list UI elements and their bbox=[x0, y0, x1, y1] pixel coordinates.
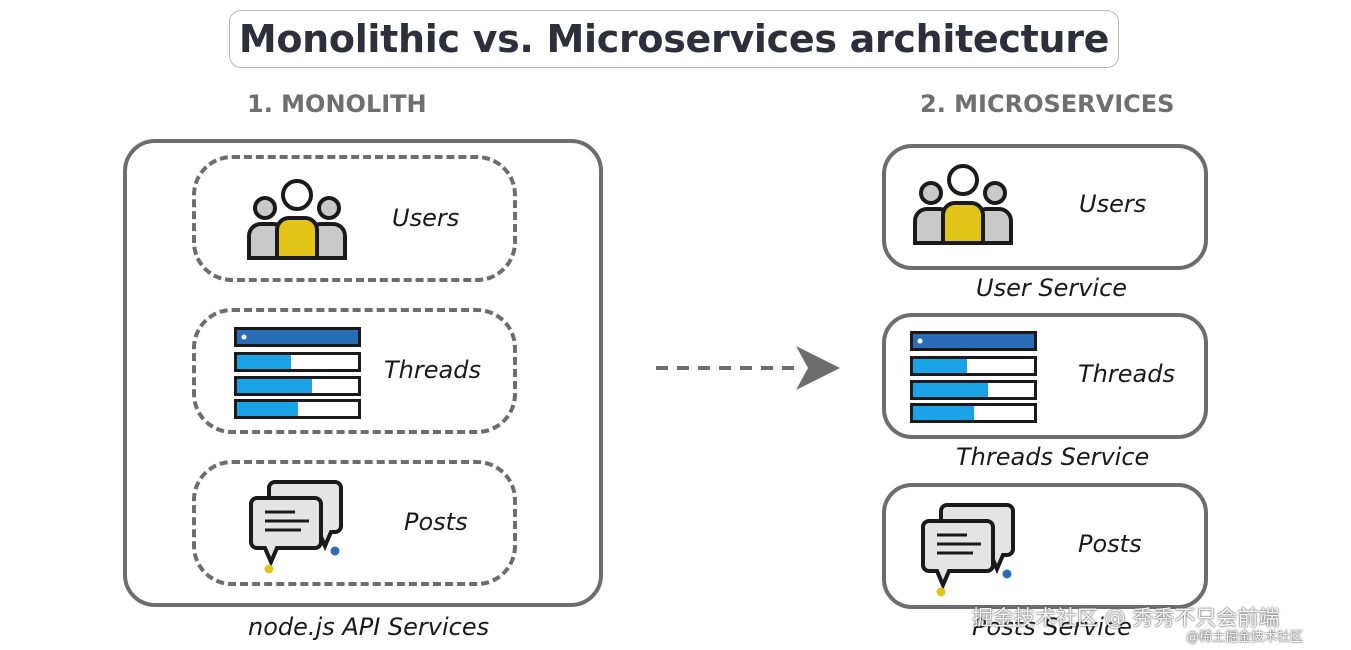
threads-icon bbox=[910, 331, 1037, 423]
monolith-container bbox=[123, 139, 603, 607]
users-icon bbox=[913, 164, 1013, 245]
dashed-arrow-right-icon bbox=[656, 346, 840, 390]
posts-service-label: Posts bbox=[1078, 530, 1142, 558]
monolith-posts-module bbox=[192, 460, 517, 586]
title-box: Monolithic vs. Microservices architectur… bbox=[229, 10, 1119, 68]
monolith-threads-module bbox=[192, 308, 517, 434]
threads-service-label: Threads bbox=[1078, 360, 1175, 388]
watermark-main: 掘金技术社区 @ 秀秀不只会前端 bbox=[972, 606, 1280, 630]
threads-service-box bbox=[882, 313, 1208, 439]
monolith-threads-label: Threads bbox=[384, 356, 481, 384]
threads-service-caption: Threads Service bbox=[956, 443, 1150, 471]
posts-icon bbox=[921, 503, 1015, 597]
microservices-heading: 2. MICROSERVICES bbox=[920, 90, 1175, 118]
user-service-label: Users bbox=[1079, 190, 1147, 218]
monolith-heading: 1. MONOLITH bbox=[247, 90, 427, 118]
diagram-title: Monolithic vs. Microservices architectur… bbox=[238, 17, 1110, 61]
monolith-posts-label: Posts bbox=[404, 508, 468, 536]
monolith-users-label: Users bbox=[392, 204, 460, 232]
user-service-box bbox=[882, 144, 1208, 270]
posts-service-box bbox=[882, 483, 1208, 609]
users-icon bbox=[247, 179, 347, 260]
posts-icon bbox=[249, 480, 343, 574]
monolith-caption: node.js API Services bbox=[248, 613, 490, 641]
posts-service-caption: Posts Service bbox=[972, 613, 1132, 641]
watermark-sub: @稀土掘金技术社区 bbox=[1186, 630, 1304, 645]
monolith-users-module bbox=[192, 155, 517, 282]
user-service-caption: User Service bbox=[976, 274, 1128, 302]
threads-icon bbox=[234, 327, 361, 419]
